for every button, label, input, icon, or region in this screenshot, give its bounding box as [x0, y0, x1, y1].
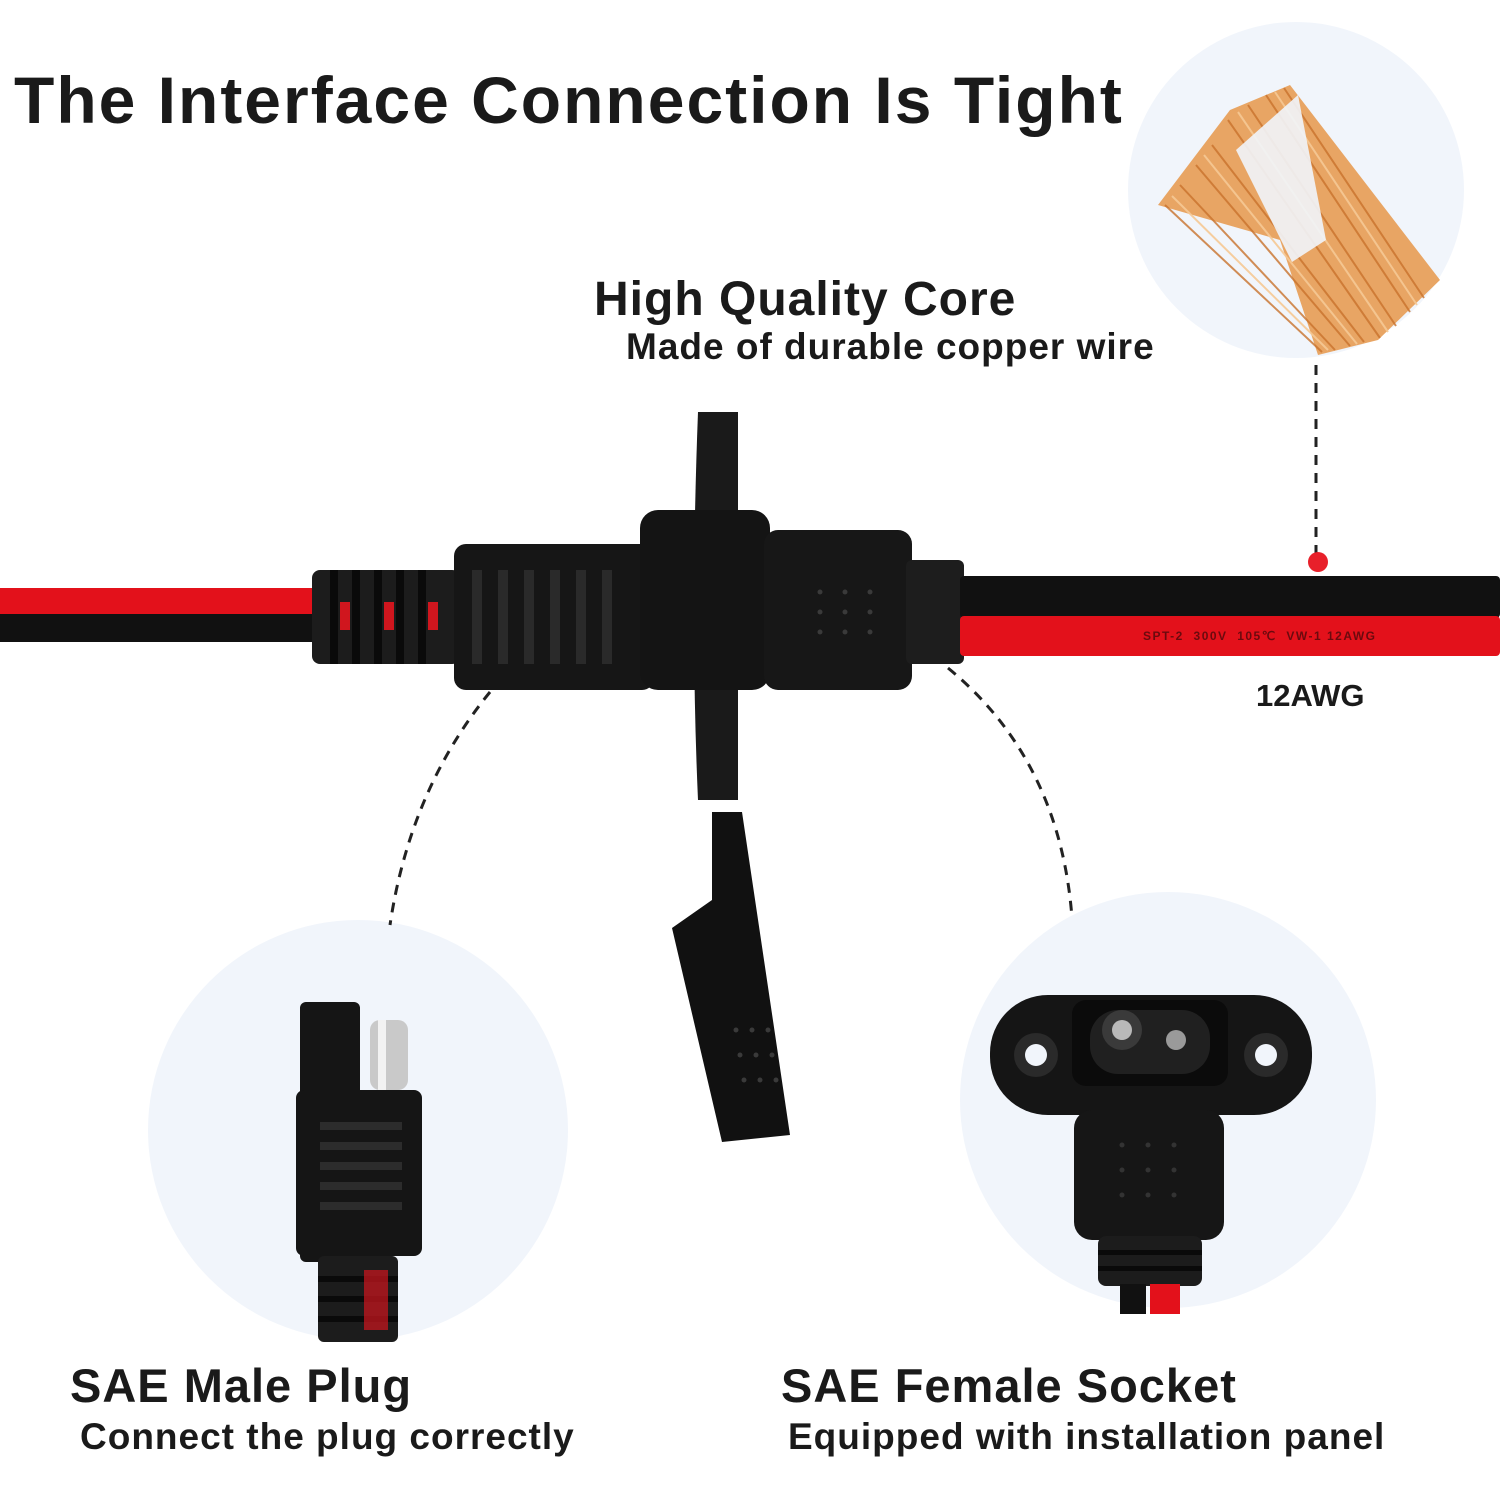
core-pointer-dot — [1308, 552, 1328, 572]
dust-cover-flap — [672, 812, 790, 1142]
core-feature-subtitle: Made of durable copper wire — [626, 326, 1155, 367]
right-cable — [960, 576, 1500, 656]
core-feature-title: High Quality Core — [594, 273, 1017, 326]
sae-male-plug-closeup-icon — [296, 1002, 422, 1342]
left-cable — [0, 588, 320, 642]
wire-gauge-label: 12AWG — [1256, 678, 1365, 713]
socket-mounting-panel — [640, 412, 770, 800]
female-socket-subtitle: Equipped with installation panel — [788, 1416, 1386, 1457]
male-plug-title: SAE Male Plug — [70, 1359, 413, 1412]
male-leader-line — [388, 691, 492, 926]
male-plug-subtitle: Connect the plug correctly — [80, 1416, 575, 1457]
sae-female-socket-closeup-icon — [990, 995, 1312, 1314]
cable-printing-text: SPT-2 300V 105℃ VW-1 12AWG — [1143, 629, 1376, 643]
female-socket-body — [764, 530, 964, 690]
copper-wire-strands-icon — [1158, 85, 1440, 355]
left-strain-relief — [312, 570, 460, 664]
male-plug-housing — [454, 544, 654, 690]
female-socket-title: SAE Female Socket — [781, 1359, 1237, 1412]
page-title: The Interface Connection Is Tight — [14, 63, 1124, 137]
female-leader-line — [947, 666, 1074, 919]
